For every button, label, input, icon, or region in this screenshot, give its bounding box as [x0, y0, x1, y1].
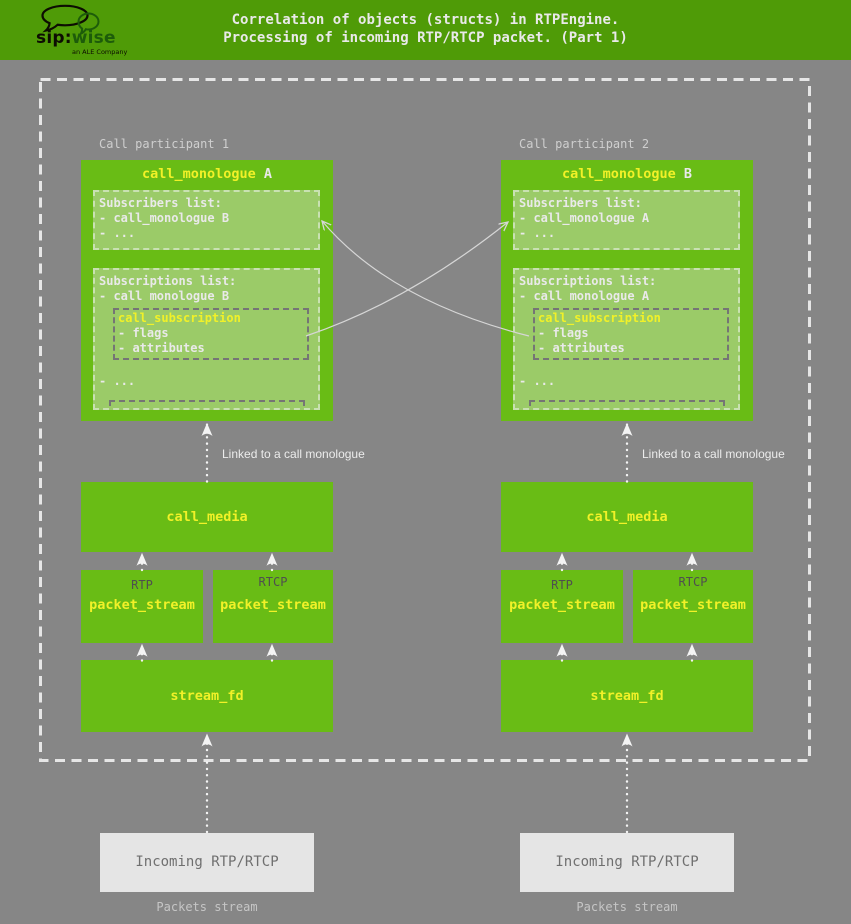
call-subscription-item-a-1: - flags — [118, 326, 169, 340]
call-subscription-item-b-1: - flags — [538, 326, 589, 340]
call-monologue-b-title: call_monologue B — [501, 166, 753, 183]
call-monologue-b-name: call_monologue — [561, 166, 676, 182]
subscriptions-list-box-b: Subscriptions list: - call monologue A c… — [513, 268, 740, 410]
call-subscription-partial-box-b — [529, 400, 725, 408]
sipwise-logo: sip:wise an ALE Company — [34, 2, 144, 58]
subscriptions-title-a: Subscriptions list: — [99, 274, 237, 288]
packet-stream-rtcp-box-1: RTCP packet_stream — [213, 570, 333, 643]
packet-stream-label-rtcp-1: packet_stream — [220, 597, 326, 613]
call-media-box-2: call_media — [501, 482, 753, 552]
rtcp-label-2: RTCP — [678, 575, 708, 589]
packet-stream-label-rtcp-2: packet_stream — [640, 597, 746, 613]
subscribers-title-b: Subscribers list: — [519, 196, 642, 210]
stream-fd-box-1: stream_fd — [81, 660, 333, 732]
call-subscription-title-a: call_subscription — [118, 311, 241, 325]
packet-stream-rtp-box-2: RTP packet_stream — [501, 570, 623, 643]
participant-1-label: Call participant 1 — [99, 137, 230, 151]
stream-fd-label-2: stream_fd — [590, 688, 664, 704]
call-monologue-b-box: call_monologue B Subscribers list: - cal… — [501, 160, 753, 421]
packet-stream-label-rtp-1: packet_stream — [89, 597, 195, 613]
call-monologue-a-box: call_monologue A Subscribers list: - cal… — [81, 160, 333, 421]
subscriptions-more-b: - ... — [519, 374, 556, 388]
linked-label-2: Linked to a call monologue — [642, 447, 785, 461]
call-subscription-box-b: call_subscription - flags - attributes — [533, 308, 729, 360]
rtcp-label-1: RTCP — [258, 575, 288, 589]
call-subscription-item-a-2: - attributes — [118, 341, 205, 355]
stream-fd-label-1: stream_fd — [170, 688, 244, 704]
subscriptions-list-box-a: Subscriptions list: - call monologue B c… — [93, 268, 320, 410]
call-monologue-a-title: call_monologue A — [81, 166, 333, 183]
subscriptions-item-a-1: - call monologue B — [99, 289, 230, 303]
call-monologue-a-suffix: A — [263, 166, 273, 182]
packet-stream-rtp-box-1: RTP packet_stream — [81, 570, 203, 643]
page-title-line1: Correlation of objects (structs) in RTPE… — [231, 12, 620, 28]
brand-text: sip:wise — [36, 30, 116, 47]
stream-fd-box-2: stream_fd — [501, 660, 753, 732]
brand-wise: wise — [71, 28, 116, 48]
header-bar: sip:wise an ALE Company Correlation of o… — [0, 0, 851, 60]
brand-tagline: an ALE Company — [72, 47, 128, 56]
call-monologue-b-suffix: B — [683, 166, 693, 182]
packets-stream-label-2: Packets stream — [576, 900, 678, 914]
subscribers-item-b-1: - call_monologue A — [519, 211, 650, 225]
packet-stream-rtcp-box-2: RTCP packet_stream — [633, 570, 753, 643]
subscribers-item-b-2: - ... — [519, 226, 556, 240]
incoming-rtp-rtcp-box-2: Incoming RTP/RTCP — [520, 833, 734, 892]
call-media-label-2: call_media — [586, 509, 668, 525]
subscribers-list-box-a: Subscribers list: - call_monologue B - .… — [93, 190, 320, 250]
arrow-b-subscription-to-a-subscribers — [322, 221, 530, 337]
incoming-rtp-rtcp-box-1: Incoming RTP/RTCP — [100, 833, 314, 892]
call-subscription-partial-box-a — [109, 400, 305, 408]
subscriptions-more-a: - ... — [99, 374, 136, 388]
participant-2-label: Call participant 2 — [519, 137, 650, 151]
incoming-label-1: Incoming RTP/RTCP — [135, 854, 279, 870]
subscribers-item-a-1: - call_monologue B — [99, 211, 230, 225]
packets-stream-label-1: Packets stream — [156, 900, 258, 914]
rtp-label-1: RTP — [131, 578, 153, 592]
packet-stream-label-rtp-2: packet_stream — [509, 597, 615, 613]
page-title-line2: Processing of incoming RTP/RTCP packet. … — [223, 29, 628, 46]
rtp-label-2: RTP — [551, 578, 573, 592]
subscriptions-title-b: Subscriptions list: — [519, 274, 657, 288]
linked-label-1: Linked to a call monologue — [222, 447, 365, 461]
call-media-label-1: call_media — [166, 509, 248, 525]
call-subscription-title-b: call_subscription — [538, 311, 661, 325]
arrow-a-subscription-to-b-subscribers — [305, 222, 508, 337]
call-media-box-1: call_media — [81, 482, 333, 552]
subscribers-title-a: Subscribers list: — [99, 196, 222, 210]
subscribers-item-a-2: - ... — [99, 226, 136, 240]
page-title: Correlation of objects (structs) in RTPE… — [0, 12, 851, 47]
brand-sip: sip: — [36, 28, 72, 48]
incoming-label-2: Incoming RTP/RTCP — [555, 854, 699, 870]
speech-bubbles-icon — [41, 4, 100, 36]
call-subscription-box-a: call_subscription - flags - attributes — [113, 308, 309, 360]
call-subscription-item-b-2: - attributes — [538, 341, 625, 355]
subscriptions-item-b-1: - call monologue A — [519, 289, 650, 303]
subscribers-list-box-b: Subscribers list: - call_monologue A - .… — [513, 190, 740, 250]
call-monologue-a-name: call_monologue — [141, 166, 256, 182]
